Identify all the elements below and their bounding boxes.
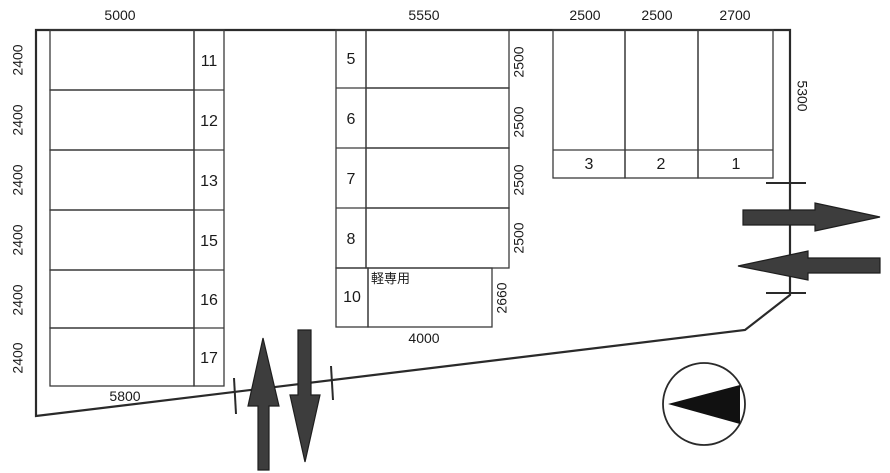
dim-right-depth: 5300 <box>794 80 810 111</box>
compass-circle <box>662 362 746 446</box>
top-right-parking-row <box>552 29 774 179</box>
dim-left-height-6: 2400 <box>10 342 26 373</box>
space-number-left-2: 12 <box>200 113 218 130</box>
bottom-entrance-tick-right <box>330 365 334 401</box>
middle-parking-column <box>335 29 510 328</box>
dim-middle-height-4: 2500 <box>511 222 527 253</box>
left-parking-column <box>49 29 225 387</box>
space-11-stall <box>49 29 195 91</box>
bottom-entrance-tick-left <box>233 377 237 415</box>
bottom-entry-arrow-icon <box>289 329 321 463</box>
dim-kei-height: 2660 <box>494 282 510 313</box>
dim-left-height-1: 2400 <box>10 44 26 75</box>
dim-middle-height-3: 2500 <box>511 164 527 195</box>
left-number-strip <box>193 29 225 387</box>
space-number-left-1: 11 <box>201 53 218 70</box>
space-12-stall <box>49 89 195 151</box>
dim-left-height-5: 2400 <box>10 284 26 315</box>
dim-middle-height-2: 2500 <box>511 106 527 137</box>
space-number-kei: 10 <box>343 289 361 306</box>
compass-arrow-icon <box>668 385 740 424</box>
space-number-left-3: 13 <box>200 173 218 190</box>
dim-bay2-width: 2500 <box>641 7 672 23</box>
space-16-stall <box>49 269 195 329</box>
dim-middle-height-1: 2500 <box>511 46 527 77</box>
space-number-top-right-2: 2 <box>657 156 666 173</box>
space-13-stall <box>49 149 195 211</box>
dim-left-top-width: 5000 <box>104 7 135 23</box>
space-number-left-5: 16 <box>200 292 218 309</box>
space-number-left-4: 15 <box>200 233 218 250</box>
kei-only-label: 軽専用 <box>371 272 410 287</box>
space-number-middle-3: 7 <box>347 171 356 188</box>
space-10-stall <box>367 267 493 328</box>
dim-middle-top-width: 5550 <box>408 7 439 23</box>
space-number-top-right-3: 1 <box>732 156 741 173</box>
dim-left-height-4: 2400 <box>10 224 26 255</box>
bottom-exit-arrow-icon <box>247 337 280 471</box>
space-7-stall <box>365 147 510 209</box>
space-17-stall <box>49 327 195 387</box>
dim-bay1-width: 2700 <box>719 7 750 23</box>
space-8-stall <box>365 207 510 269</box>
dim-left-height-3: 2400 <box>10 164 26 195</box>
dim-left-height-2: 2400 <box>10 104 26 135</box>
right-entry-arrow-icon <box>737 250 881 281</box>
dim-kei-width: 4000 <box>408 330 439 346</box>
space-number-top-right-1: 3 <box>585 156 594 173</box>
space-6-stall <box>365 87 510 149</box>
space-number-middle-2: 6 <box>347 111 356 128</box>
space-5-stall <box>365 29 510 89</box>
right-exit-arrow-icon <box>742 202 881 232</box>
space-15-stall <box>49 209 195 271</box>
space-number-left-6: 17 <box>200 350 218 367</box>
space-1-stall <box>697 29 774 179</box>
dim-bay3-width: 2500 <box>569 7 600 23</box>
space-number-middle-4: 8 <box>347 231 356 248</box>
dim-bottom-width: 5800 <box>109 388 140 404</box>
space-number-middle-1: 5 <box>347 51 356 68</box>
